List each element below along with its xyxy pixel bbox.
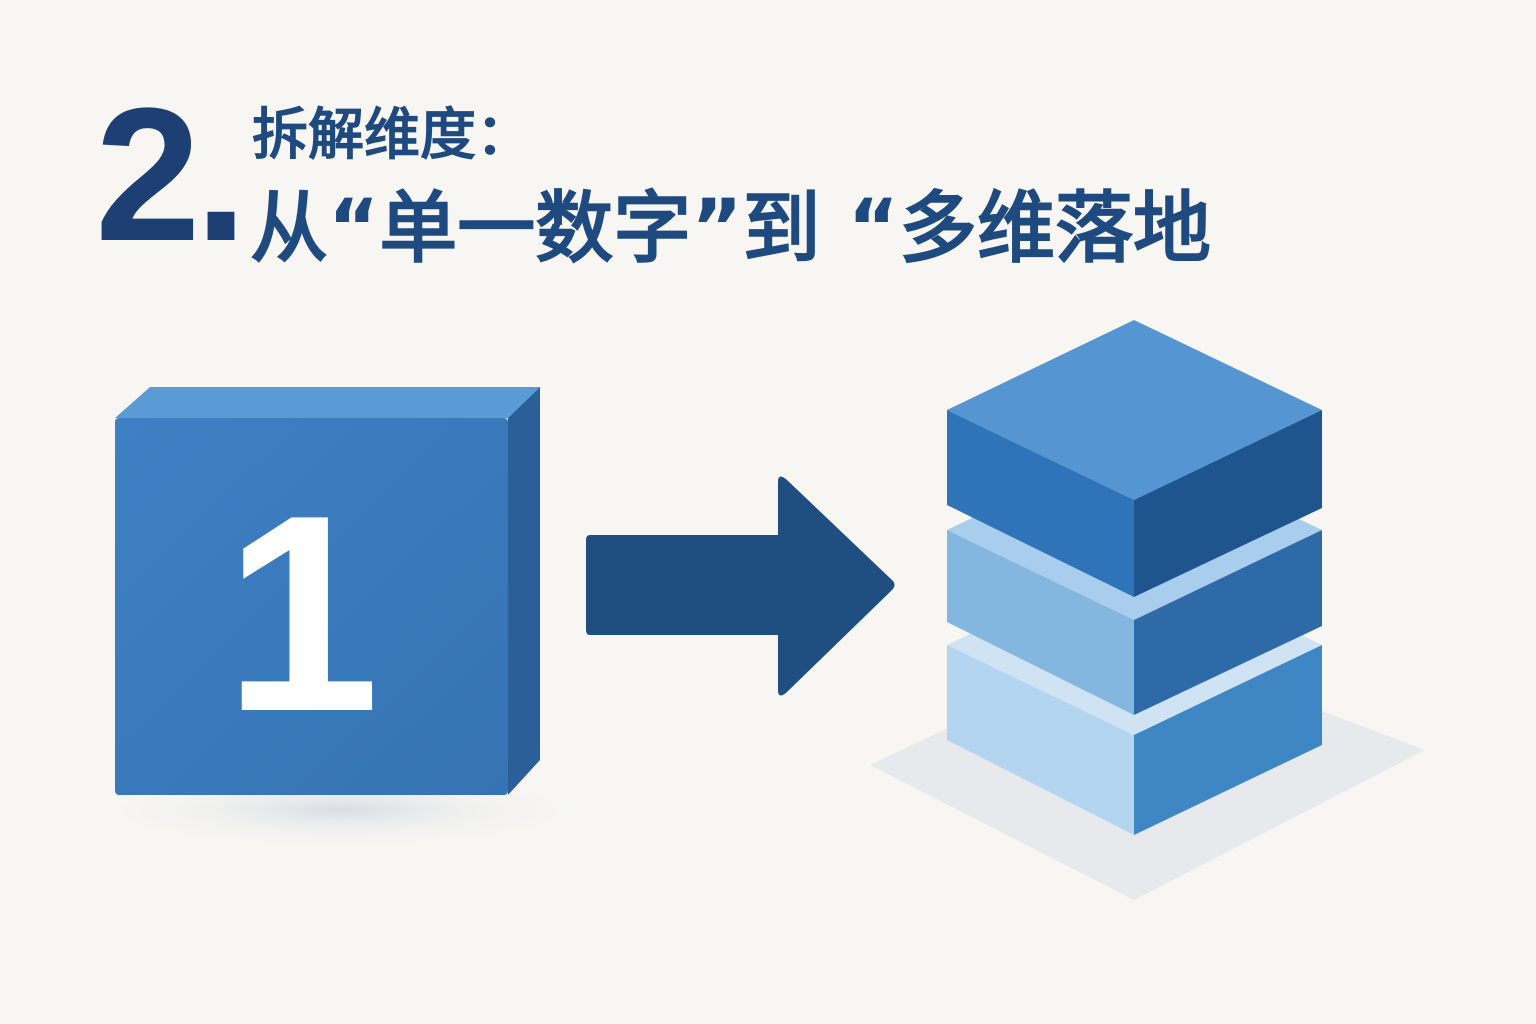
block-top-face — [115, 387, 540, 418]
arrow-right-icon — [586, 476, 895, 696]
multi-dimension-stack — [870, 320, 1425, 900]
block-side-face — [508, 387, 540, 795]
section-headline: 从“单一数字”到 “多维落地 — [250, 184, 1211, 274]
block-number: 1 — [224, 458, 380, 770]
section-number: 2. — [95, 69, 247, 281]
single-number-block: 1 — [80, 387, 600, 850]
section-subtitle: 拆解维度： — [252, 103, 532, 168]
stack-layer-top — [947, 320, 1322, 597]
block-front-face — [115, 418, 508, 795]
